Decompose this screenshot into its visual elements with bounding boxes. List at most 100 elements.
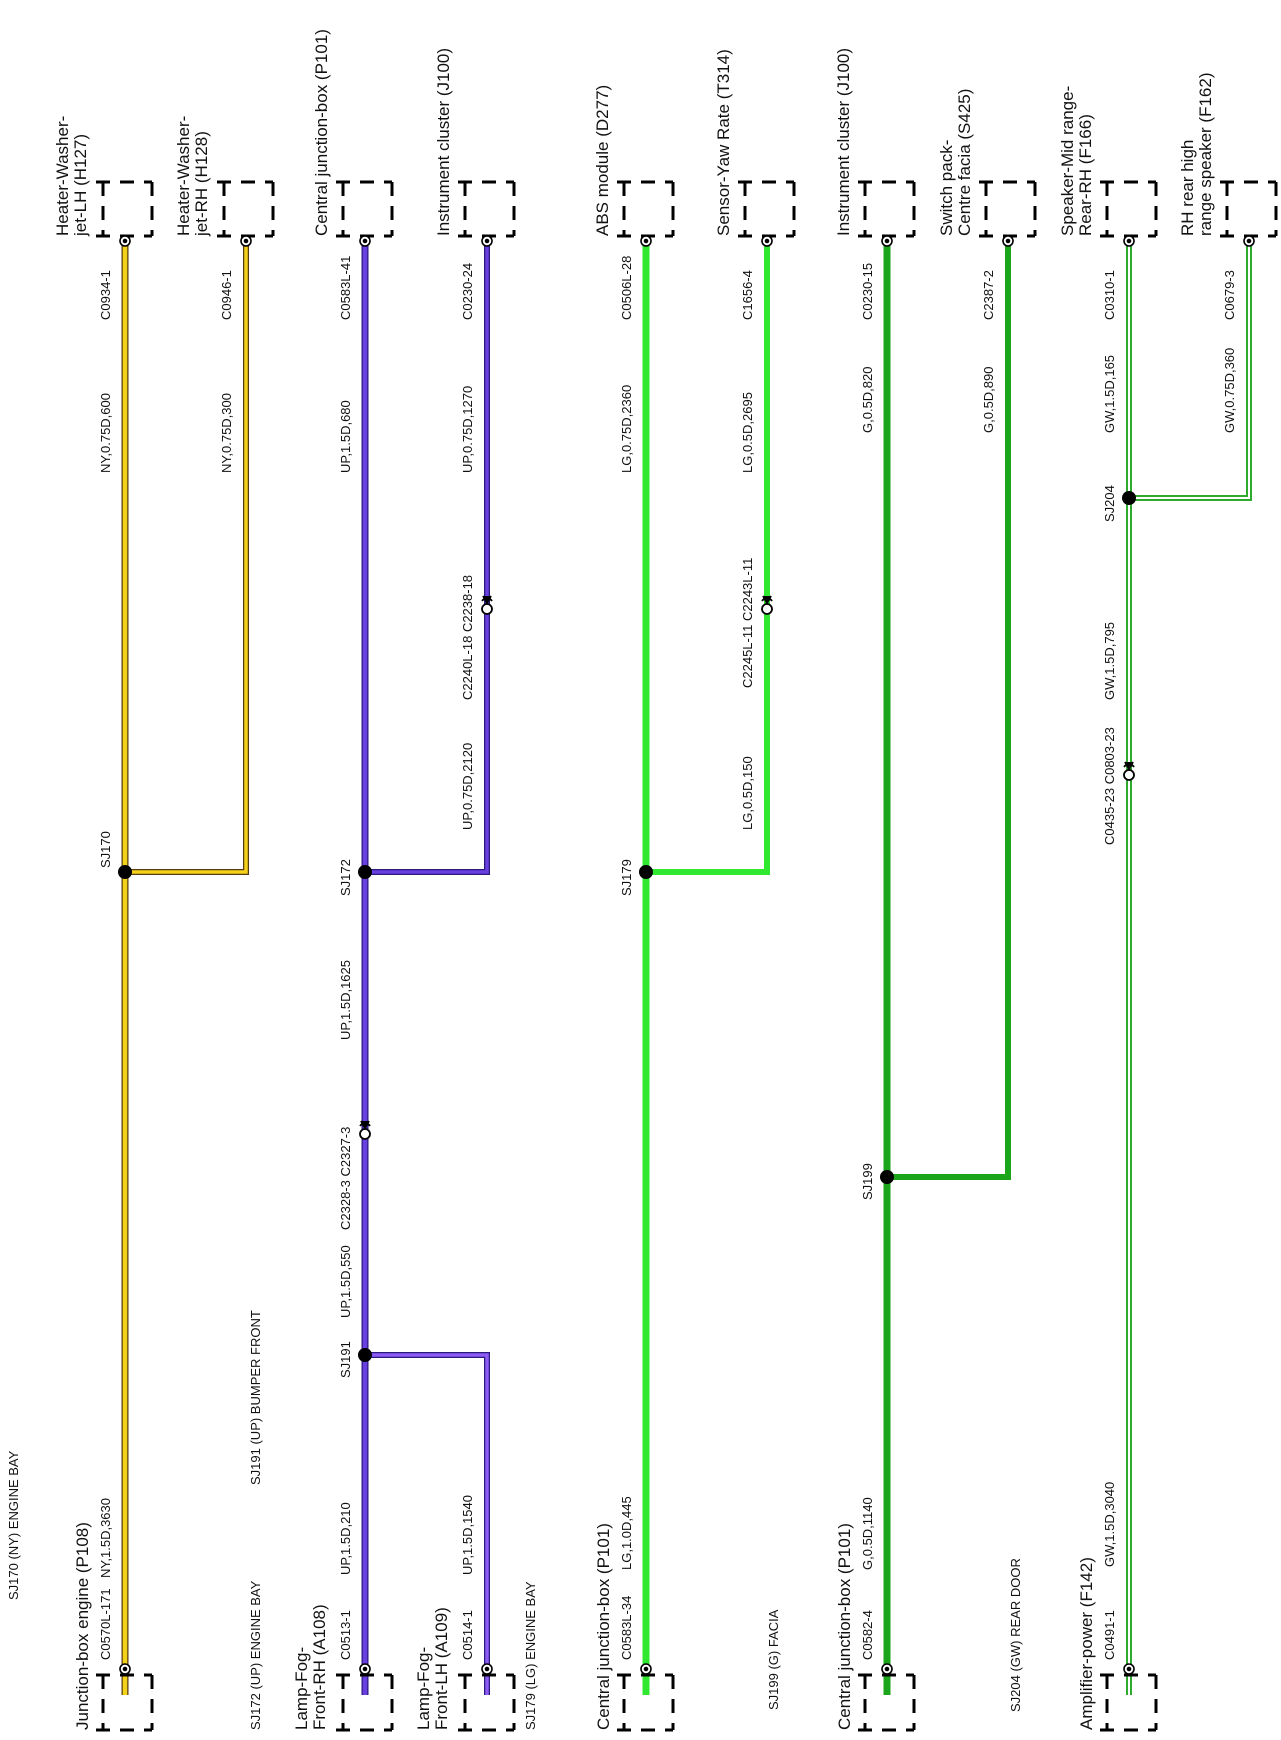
inline-connector-label: C2245L-11 C2243L-11	[740, 558, 755, 688]
pin-label: C0679-3	[1222, 270, 1237, 320]
pin-label: C0582-4	[860, 1610, 875, 1660]
splice-dot-icon[interactable]	[639, 865, 653, 879]
wire-label: G,0.5D,820	[860, 367, 875, 434]
inline-connector-icon[interactable]	[359, 1120, 371, 1140]
pin-socket-icon	[1123, 235, 1135, 247]
connector-box-icon[interactable]	[458, 1673, 516, 1732]
connector-box-icon[interactable]	[336, 180, 394, 238]
pin-label: C0230-15	[860, 263, 875, 320]
connector-box-icon[interactable]	[979, 180, 1037, 238]
pin-label: C0310-1	[1102, 270, 1117, 320]
pin-socket-icon	[640, 235, 652, 247]
wire-up[interactable]	[361, 245, 490, 1695]
pin-socket-icon	[119, 235, 131, 247]
pin-label: C0570L-171	[98, 1588, 113, 1660]
splice-note: SJ172 (UP) ENGINE BAY	[248, 1580, 263, 1730]
component-name: Lamp-Fog-	[414, 1647, 433, 1730]
bottom-component-names: Junction-box engine (P108) Lamp-Fog- Fro…	[73, 1522, 1096, 1730]
inline-connector-icon[interactable]	[481, 595, 493, 615]
pin-socket-icon	[359, 1663, 371, 1675]
pin-socket-icon	[1123, 1663, 1135, 1675]
wire-gw[interactable]	[1126, 245, 1252, 1695]
connector-box-icon[interactable]	[617, 1673, 675, 1732]
wire-label: G,0.5D,890	[981, 367, 996, 434]
pin-socket-icon	[1002, 235, 1014, 247]
pin-label: C0946-1	[219, 270, 234, 320]
component-name: range speaker (F162)	[1196, 73, 1215, 236]
top-component-names: Heater-Washer- jet-LH (H127) Heater-Wash…	[53, 29, 1215, 237]
splice-label: SJ204	[1102, 485, 1117, 522]
splice-dot-icon[interactable]	[880, 1170, 894, 1184]
connector-box-icon[interactable]	[458, 180, 516, 238]
connector-box-icon[interactable]	[858, 180, 916, 238]
splice-label: SJ199	[860, 1163, 875, 1200]
connector-box-icon[interactable]	[217, 180, 275, 238]
connector-box-icon[interactable]	[617, 180, 675, 238]
pin-label: C0514-1	[460, 1610, 475, 1660]
wire-label: UP,1.5D,680	[338, 400, 353, 473]
connector-box-icon[interactable]	[336, 1673, 394, 1732]
inline-connector-label: C2328-3 C2327-3	[338, 1127, 353, 1230]
component-name: RH rear high	[1178, 140, 1197, 236]
wire-label: NY,0.75D,300	[219, 393, 234, 473]
component-name: jet-LH (H127)	[71, 134, 90, 237]
pin-socket-icon	[481, 235, 493, 247]
wire-label: G,0.5D,1140	[860, 1497, 875, 1570]
inline-connector-icon[interactable]	[1123, 761, 1135, 781]
pin-sockets	[119, 235, 1255, 1675]
component-name: Switch pack-	[937, 140, 956, 236]
wire-label: NY,0.75D,600	[98, 393, 113, 473]
component-name: Heater-Washer-	[174, 116, 193, 236]
wire-label: GW,0.75D,360	[1222, 348, 1237, 433]
splice-dot-icon[interactable]	[358, 1348, 372, 1362]
wire-label: LG,0.5D,150	[740, 756, 755, 830]
wire-label: GW,1.5D,3040	[1102, 1482, 1117, 1567]
pin-socket-icon	[640, 1663, 652, 1675]
connector-box-icon[interactable]	[96, 180, 154, 238]
connector-box-icon[interactable]	[1100, 1673, 1158, 1732]
connector-box-icon[interactable]	[738, 180, 796, 238]
pin-socket-icon	[761, 235, 773, 247]
pin-socket-icon	[240, 235, 252, 247]
wire-g[interactable]	[883, 245, 1011, 1695]
wire-label: UP,1.5D,1540	[460, 1495, 475, 1575]
splice-labels: SJ170 SJ172 SJ191 SJ179 SJ199 SJ204	[98, 485, 1117, 1378]
connector-box-icon[interactable]	[858, 1673, 916, 1732]
splice-dot-icon[interactable]	[118, 865, 132, 879]
splice-dots	[118, 491, 1136, 1362]
splice-note: SJ204 (GW) REAR DOOR	[1008, 1558, 1023, 1712]
wire-lg[interactable]	[642, 245, 770, 1695]
splice-dot-icon[interactable]	[358, 865, 372, 879]
pin-socket-icon	[881, 235, 893, 247]
connector-box-icon[interactable]	[96, 1673, 154, 1732]
wire-label: LG,1.0D,445	[619, 1496, 634, 1570]
component-name: Rear-RH (F166)	[1076, 114, 1095, 236]
wire-ny[interactable]	[121, 245, 249, 1695]
pin-label: C2387-2	[981, 270, 996, 320]
pin-label: C0513-1	[338, 1610, 353, 1660]
bottom-pin-labels: C0570L-171 C0513-1 C0514-1 C0583L-34 C05…	[98, 1588, 1117, 1660]
splice-label: SJ191	[338, 1341, 353, 1378]
connector-box-icon[interactable]	[1220, 180, 1278, 238]
pin-socket-icon	[481, 1663, 493, 1675]
component-name: jet-RH (H128)	[192, 131, 211, 237]
splice-notes: SJ170 (NY) ENGINE BAY SJ172 (UP) ENGINE …	[6, 1310, 1023, 1730]
splice-label: SJ172	[338, 859, 353, 896]
pin-socket-icon	[119, 1663, 131, 1675]
pin-label: C0934-1	[98, 270, 113, 320]
component-name: Instrument cluster (J100)	[434, 48, 453, 236]
wire-label: GW,1.5D,165	[1102, 355, 1117, 433]
component-name: Central junction-box (P101)	[594, 1523, 613, 1730]
pin-label: C0506L-28	[619, 256, 634, 320]
splice-note: SJ179 (LG) ENGINE BAY	[523, 1581, 538, 1730]
pin-label: C0230-24	[460, 263, 475, 320]
component-name: Amplifier-power (F142)	[1077, 1557, 1096, 1730]
inline-connector-icon[interactable]	[761, 595, 773, 615]
component-name: Instrument cluster (J100)	[834, 48, 853, 236]
splice-dot-icon[interactable]	[1122, 491, 1136, 505]
connector-box-icon[interactable]	[1100, 180, 1158, 238]
wire-label: LG,0.5D,2695	[740, 392, 755, 473]
component-name: Sensor-Yaw Rate (T314)	[714, 49, 733, 236]
component-name: Centre facia (S425)	[955, 89, 974, 236]
